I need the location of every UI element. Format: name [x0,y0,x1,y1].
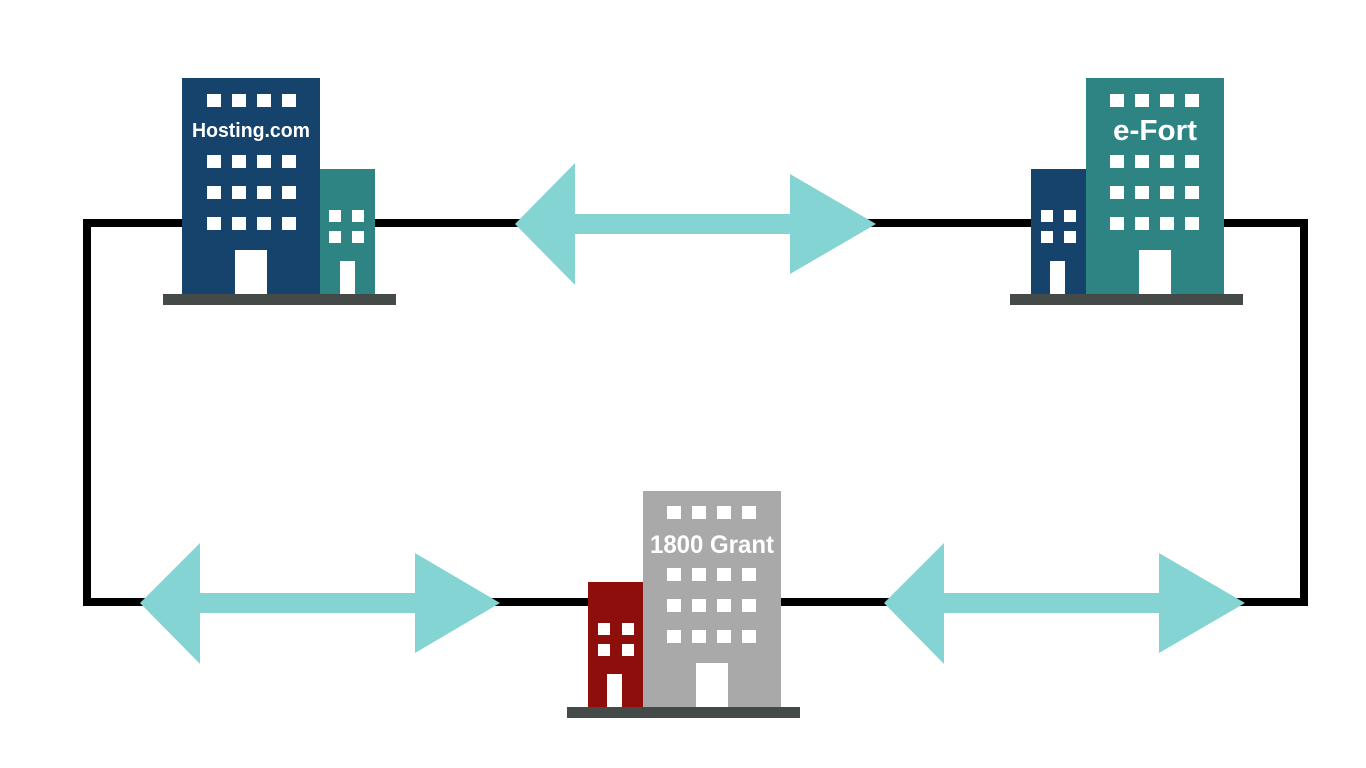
building-efort: e-Fort [1010,78,1243,305]
building-hosting-door [235,250,267,296]
double-arrow-top [515,163,876,285]
building-grant-windows [598,506,756,656]
building-grant-label: 1800 Grant [650,531,775,559]
building-hosting-label: Hosting.com [192,120,310,142]
building-hosting-base [163,294,396,305]
double-arrow-bottom-right [884,543,1245,664]
building-efort-label: e-Fort [1113,115,1197,147]
building-hosting-windows [207,94,364,243]
building-hosting: Hosting.com [163,78,396,305]
double-arrow-bottom-left [140,543,500,664]
building-efort-side-door [1050,261,1065,296]
building-grant-door [696,663,728,709]
building-efort-base [1010,294,1243,305]
building-hosting-side-door [340,261,355,296]
building-efort-windows [1041,94,1199,243]
building-grant: 1800 Grant [567,491,800,718]
building-grant-side-door [607,674,622,709]
building-grant-base [567,707,800,718]
building-efort-door [1139,250,1171,296]
